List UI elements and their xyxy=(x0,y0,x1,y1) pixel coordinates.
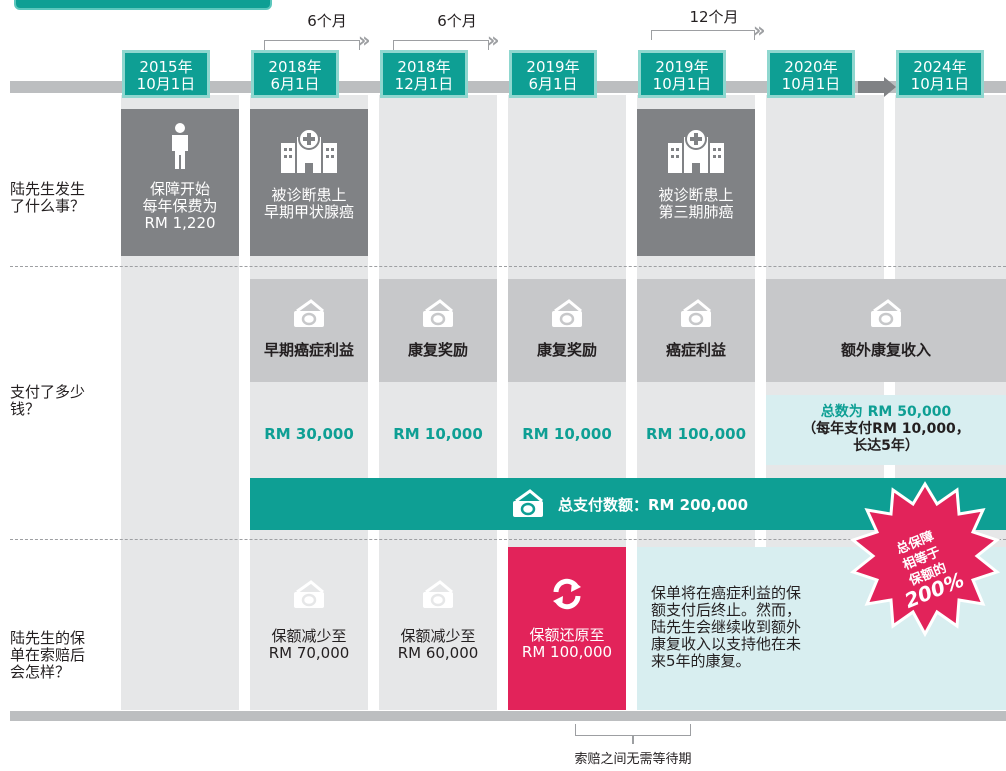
bottom-bar xyxy=(10,711,1006,721)
row-label-policy: 陆先生的保单在索赔后会怎样？ xyxy=(10,629,86,681)
cash-icon xyxy=(681,299,711,327)
timeline-arrow-icon xyxy=(858,77,896,97)
row-divider xyxy=(10,539,1006,540)
interval-bracket xyxy=(393,40,489,50)
interval-bracket xyxy=(651,30,755,40)
payout-amount: RM 100,000 xyxy=(645,425,747,443)
person-icon xyxy=(172,123,188,169)
cash-icon xyxy=(871,299,901,327)
starburst-label: 总保障 相等于 保额的 200% xyxy=(894,529,968,613)
row-divider xyxy=(10,266,1006,267)
starburst-badge xyxy=(849,481,1001,638)
cash-icon xyxy=(294,299,324,327)
waiting-bracket xyxy=(575,724,691,736)
payout-box-extra: 额外康复收入 xyxy=(766,279,1006,382)
cash-icon xyxy=(294,580,324,608)
payout-box: 康复奖励 xyxy=(379,279,497,382)
interval-label: 6个月 xyxy=(307,12,347,30)
coverage-reduced-2: 保额减少至 RM 60,000 xyxy=(379,580,497,662)
payout-box: 早期癌症利益 xyxy=(250,279,368,382)
extra-recovery-amount: 总数为 RM 50,000 （每年支付RM 10,000， 长达5年） xyxy=(766,395,1006,465)
payout-amount: RM 10,000 xyxy=(522,425,612,443)
payout-amount: RM 10,000 xyxy=(393,425,483,443)
coverage-restored: 保额还原至 RM 100,000 xyxy=(508,547,626,710)
event-thyroid-cancer: 被诊断患上 早期甲状腺癌 xyxy=(250,109,368,256)
interval-bracket xyxy=(264,40,360,50)
coverage-reduced-1: 保额减少至 RM 70,000 xyxy=(250,580,368,662)
cash-icon xyxy=(423,580,453,608)
event-lung-cancer: 被诊断患上 第三期肺癌 xyxy=(637,109,755,256)
hospital-icon xyxy=(668,128,724,173)
payout-box: 康复奖励 xyxy=(508,279,626,382)
title-tab xyxy=(14,0,272,10)
refresh-icon xyxy=(553,578,581,610)
interval-label: 6个月 xyxy=(437,12,477,30)
double-chevron-icon: ›› xyxy=(753,18,766,42)
cash-icon xyxy=(512,489,543,517)
cash-icon xyxy=(423,299,453,327)
payout-box: 癌症利益 xyxy=(637,279,755,382)
waiting-period-note: 索赔之间无需等待期 xyxy=(574,752,692,767)
total-payout-text: 总支付数额：RM 200,000 xyxy=(557,495,749,514)
cash-icon xyxy=(552,299,582,327)
double-chevron-icon: ›› xyxy=(487,28,500,52)
payout-amount: RM 30,000 xyxy=(264,425,354,443)
row-label-events: 陆先生发生了什么事？ xyxy=(10,180,86,215)
event-policy-start: 保障开始 每年保费为 RM 1,220 xyxy=(121,109,239,256)
double-chevron-icon: ›› xyxy=(358,28,371,52)
hospital-icon xyxy=(281,128,337,173)
policy-termination-note: 保单将在癌症利益的保 额支付后终止。然而， 陆先生会继续收到额外 康复收入以支持… xyxy=(637,547,1006,710)
row-label-payout: 支付了多少钱？ xyxy=(10,383,86,418)
waiting-bracket-stem xyxy=(632,736,634,744)
interval-label: 12个月 xyxy=(689,8,739,26)
